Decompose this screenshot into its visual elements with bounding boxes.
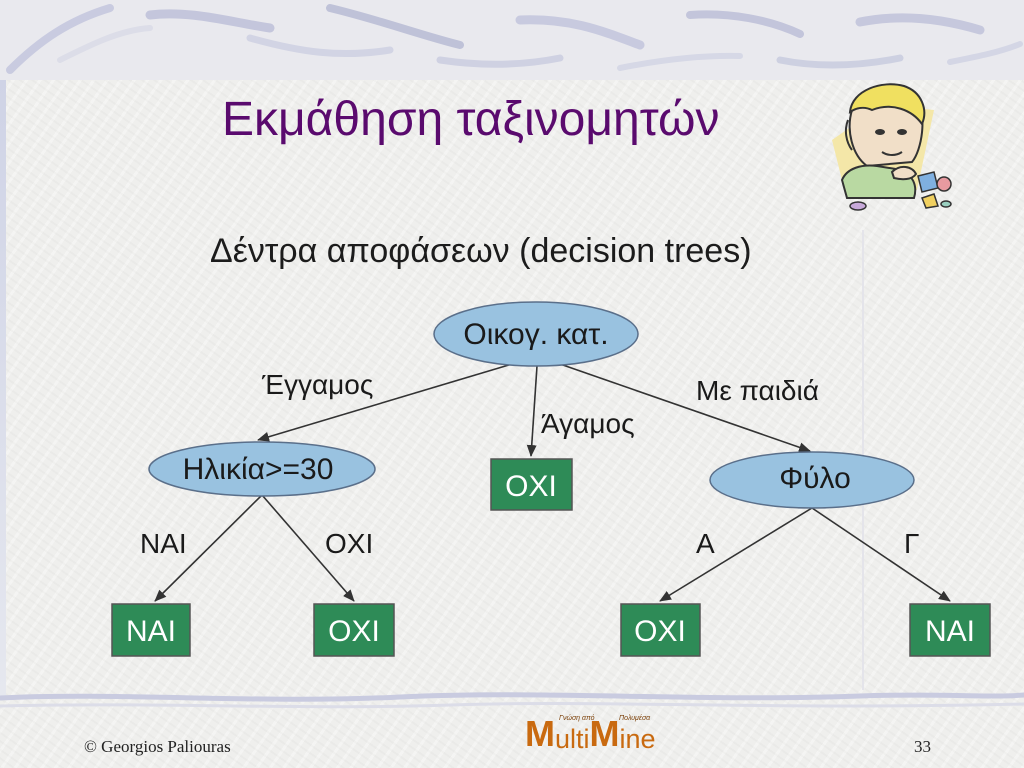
branch-label-age-no: ΟΧΙ xyxy=(325,528,373,559)
edge-sex-to-a-leaf xyxy=(659,507,813,602)
logo-m1: M xyxy=(525,713,555,754)
leaf-age-no: ΟΧΙ xyxy=(313,603,395,657)
single-leaf-label: ΟΧΙ xyxy=(505,470,557,503)
page-number: 33 xyxy=(914,737,931,756)
sex-node-label: Φύλο xyxy=(779,462,851,495)
thinking-person-clipart xyxy=(832,83,952,211)
branch-label-with-children: Με παιδιά xyxy=(696,375,819,406)
branch-label-sex-g: Γ xyxy=(904,528,919,559)
root-node: Οικογ. κατ. xyxy=(433,301,639,367)
logo-tagline-1: Γνώση από xyxy=(559,715,595,722)
logo-ulti: ulti xyxy=(555,724,590,754)
leaf-sex-a-label: ΟΧΙ xyxy=(634,615,686,648)
logo-tagline-2: Πολυμέσα xyxy=(619,715,651,722)
decorative-bottom-band xyxy=(0,692,1024,709)
single-leaf: ΟΧΙ xyxy=(490,458,573,511)
branch-label-single: Άγαμος xyxy=(541,408,635,439)
branch-label-sex-a: Α xyxy=(696,528,715,559)
branch-label-age-yes: ΝΑΙ xyxy=(140,528,187,559)
leaf-sex-g-label: ΝΑΙ xyxy=(925,615,975,648)
leaf-age-no-label: ΟΧΙ xyxy=(328,615,380,648)
logo-m2: M xyxy=(589,713,620,754)
age-node-label: Ηλικία>=30 xyxy=(183,453,334,486)
edge-age-to-no-leaf xyxy=(261,494,355,602)
edge-root-to-single-leaf xyxy=(526,365,538,457)
sex-node: Φύλο xyxy=(709,451,915,509)
age-node: Ηλικία>=30 xyxy=(148,441,376,497)
leaf-sex-g: ΝΑΙ xyxy=(909,603,991,657)
logo-ine: ine xyxy=(619,724,656,754)
edge-sex-to-g-leaf xyxy=(811,507,951,602)
leaf-age-yes-label: ΝΑΙ xyxy=(126,615,176,648)
multimine-logo: MultiMine Γνώση από Πολυμέσα xyxy=(525,713,665,759)
footer-copyright: © Georgios Paliouras xyxy=(84,737,231,756)
leaf-sex-a: ΟΧΙ xyxy=(620,603,701,657)
branch-label-married: Έγγαμος xyxy=(261,369,373,400)
edge-root-to-age xyxy=(257,363,513,442)
slide-title: Εκμάθηση ταξινομητών xyxy=(222,93,720,146)
edge-root-to-sex xyxy=(559,363,811,453)
leaf-age-yes: ΝΑΙ xyxy=(111,603,191,657)
slide-subtitle: Δέντρα αποφάσεων (decision trees) xyxy=(210,232,752,270)
edge-age-to-yes-leaf xyxy=(154,494,263,602)
decorative-top-band xyxy=(0,0,1024,80)
decorative-left-strip xyxy=(0,80,6,700)
root-node-label: Οικογ. κατ. xyxy=(463,318,608,351)
